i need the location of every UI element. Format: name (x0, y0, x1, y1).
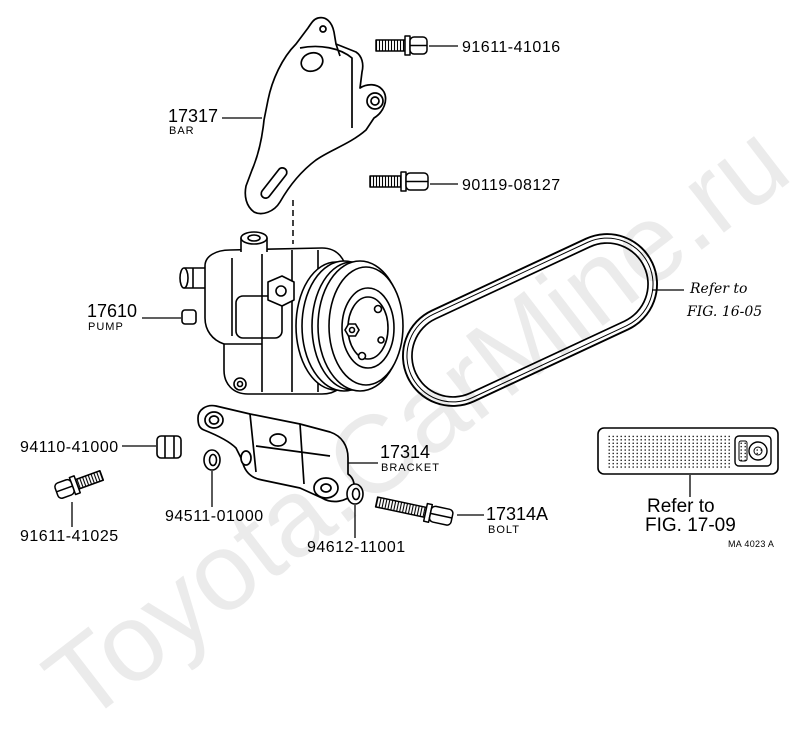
label-nut-part-no: 94110-41000 (20, 439, 119, 456)
label-left-washer-part-no: 94511-01000 (165, 508, 264, 525)
diagram-code: MA 4023 A (728, 539, 774, 549)
bar-top-hole (319, 25, 327, 33)
label-middle-bolt-part-no: 90119-08127 (462, 177, 561, 194)
bracket-part (197, 404, 355, 503)
reference-box-fitting-bore (753, 446, 763, 456)
bar-flange-fold (299, 43, 353, 128)
label-belt-note-line2: FIG. 16-05 (686, 304, 762, 320)
lower-left-bolt-head-edge (56, 485, 73, 493)
v-belt-part (402, 233, 658, 407)
left-washer-inner (208, 453, 218, 467)
bracket-bolt-head-edge (430, 512, 453, 519)
bar-outline (244, 16, 387, 215)
belt-middle-edge (406, 237, 654, 403)
middle-bolt-thread (369, 175, 402, 188)
watermark: Toyota.CarMine.ru (23, 99, 800, 745)
left-washer-part (203, 449, 221, 471)
label-pump-name: PUMP (88, 321, 124, 333)
label-bracket-bolt-part-no: 17314A (486, 504, 548, 524)
bracket-hole-center (269, 433, 287, 447)
pulley-hole-2 (357, 351, 367, 361)
label-right-washer-part-no: 94612-11001 (307, 539, 406, 556)
nut-part (156, 435, 182, 459)
callout-labels: 91611-41016 17317 BAR 90119-08127 Refer … (20, 39, 774, 556)
bar-ear-hole (370, 96, 380, 106)
pump-pulley (295, 260, 404, 392)
leader-lines (71, 45, 691, 538)
upper-bolt-thread (375, 39, 406, 52)
bracket-outline (197, 404, 355, 503)
reference-box-tab (738, 440, 748, 462)
bracket-slot (240, 450, 252, 466)
label-lower-left-bolt-part-no: 91611-41025 (20, 528, 119, 545)
bar-large-hole (300, 51, 324, 73)
pulley-hole-1 (373, 304, 383, 314)
bracket-hole-left (208, 415, 220, 425)
belt-outer-edge (402, 233, 658, 407)
label-bar-name: BAR (169, 125, 195, 137)
upper-bolt-part (375, 35, 428, 56)
bracket-bolt-part (374, 496, 454, 526)
pump-cover-plate (235, 295, 283, 339)
pump-suction-port-end (179, 267, 189, 289)
pump-lower-boss-hole (236, 380, 244, 388)
label-reference-box-line1: Refer to (647, 496, 715, 517)
bar-part (244, 16, 387, 215)
pump-outlet-bore (247, 234, 261, 242)
middle-bolt-part (369, 171, 429, 192)
nut-body (156, 435, 182, 459)
right-washer-part (346, 483, 364, 505)
label-belt-note-line1: Refer to (689, 281, 748, 297)
reference-box-core-mesh (606, 434, 730, 468)
label-pump-part-no: 17610 (87, 301, 137, 321)
lower-left-bolt-thread (74, 469, 105, 490)
bracket-ribs (249, 413, 331, 485)
label-bar-part-no: 17317 (168, 106, 218, 126)
lower-left-bolt-part (54, 469, 105, 499)
pulley-hole-3 (377, 336, 385, 344)
bracket-boss-hole (320, 483, 332, 493)
pump-mounting-stud (181, 309, 197, 325)
label-bracket-part-no: 17314 (380, 442, 430, 462)
label-upper-bolt-part-no: 91611-41016 (462, 39, 561, 56)
reference-box (597, 427, 779, 475)
label-bracket-bolt-name: BOLT (488, 524, 520, 536)
bar-adjust-slot (260, 167, 288, 199)
pump-housing-ribs (224, 250, 319, 392)
label-reference-box-line2: FIG. 17-09 (645, 515, 736, 536)
nut-flats (164, 436, 175, 458)
right-washer-inner (351, 487, 361, 501)
pulley-center-nut-bore (348, 326, 356, 334)
label-bracket-name: BRACKET (381, 462, 440, 474)
belt-inner-edge (411, 242, 649, 398)
pump-mount-ear-hole (275, 285, 287, 297)
